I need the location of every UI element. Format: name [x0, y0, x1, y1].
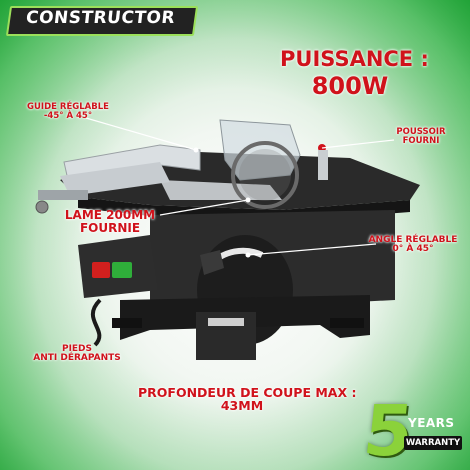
guide-dot	[193, 147, 199, 153]
warranty-badge: WARRANTY	[404, 436, 462, 450]
blade-label-line1: LAME 200MM	[64, 208, 156, 222]
push-stick-label: POUSSOIR FOURNI	[386, 128, 456, 146]
angle-dot	[245, 252, 251, 258]
power-label: PUISSANCE :	[280, 47, 429, 71]
start-button	[112, 262, 132, 278]
feet-label: PIEDS ANTI DÉRAPANTS	[32, 344, 122, 364]
feet-label-line2: ANTI DÉRAPANTS	[33, 353, 121, 364]
table-insert	[160, 180, 282, 200]
push-stick-label-line2: FOURNI	[402, 135, 440, 146]
guide-label: GUIDE RÉGLABLE -45° À 45°	[18, 103, 118, 121]
power-cable	[90, 298, 102, 347]
cut-depth-label-line1: PROFONDEUR DE COUPE MAX :	[138, 385, 357, 400]
cut-depth-label: PROFONDEUR DE COUPE MAX : 43MM	[138, 385, 357, 414]
push-stick-label-line1: POUSSOIR	[396, 127, 446, 137]
blade-label-line2: FOURNIE	[79, 220, 141, 235]
guide-label-line2: -45° À 45°	[43, 110, 93, 121]
saw-blade-edge	[231, 141, 299, 209]
angle-label: ANGLE RÉGLABLE 0° À 45°	[360, 235, 466, 255]
angle-label-line1: ANGLE RÉGLABLE	[368, 235, 458, 245]
fence-rail	[38, 190, 88, 200]
pousseur-leader	[321, 139, 395, 149]
spec-label	[208, 318, 244, 326]
angle-knob	[200, 250, 224, 275]
fence-knob	[35, 200, 49, 214]
warranty-number: 5	[359, 390, 418, 470]
brand-logo: CONSTRUCTOR	[24, 8, 177, 28]
guide-leader	[85, 117, 197, 151]
lame-dot	[245, 197, 251, 203]
feet-label-line1: PIEDS	[61, 344, 93, 354]
blade-label: LAME 200MM FOURNIE	[60, 209, 160, 234]
power-value: 800W	[311, 72, 389, 100]
left-foot	[112, 318, 142, 328]
rip-fence-front	[60, 162, 170, 196]
saw-blade	[239, 149, 291, 201]
lame-leader	[159, 199, 249, 216]
angle-leader	[247, 243, 377, 256]
warranty-years: YEARS	[408, 416, 455, 430]
push-stick	[318, 150, 328, 180]
blade-guard	[219, 119, 301, 181]
stop-button	[92, 262, 110, 278]
angle-label-line2: 0° À 45°	[392, 244, 434, 255]
cut-depth-label-line2: 43MM	[220, 398, 264, 414]
right-foot	[330, 318, 364, 328]
guide-label-line1: GUIDE RÉGLABLE	[27, 102, 109, 112]
